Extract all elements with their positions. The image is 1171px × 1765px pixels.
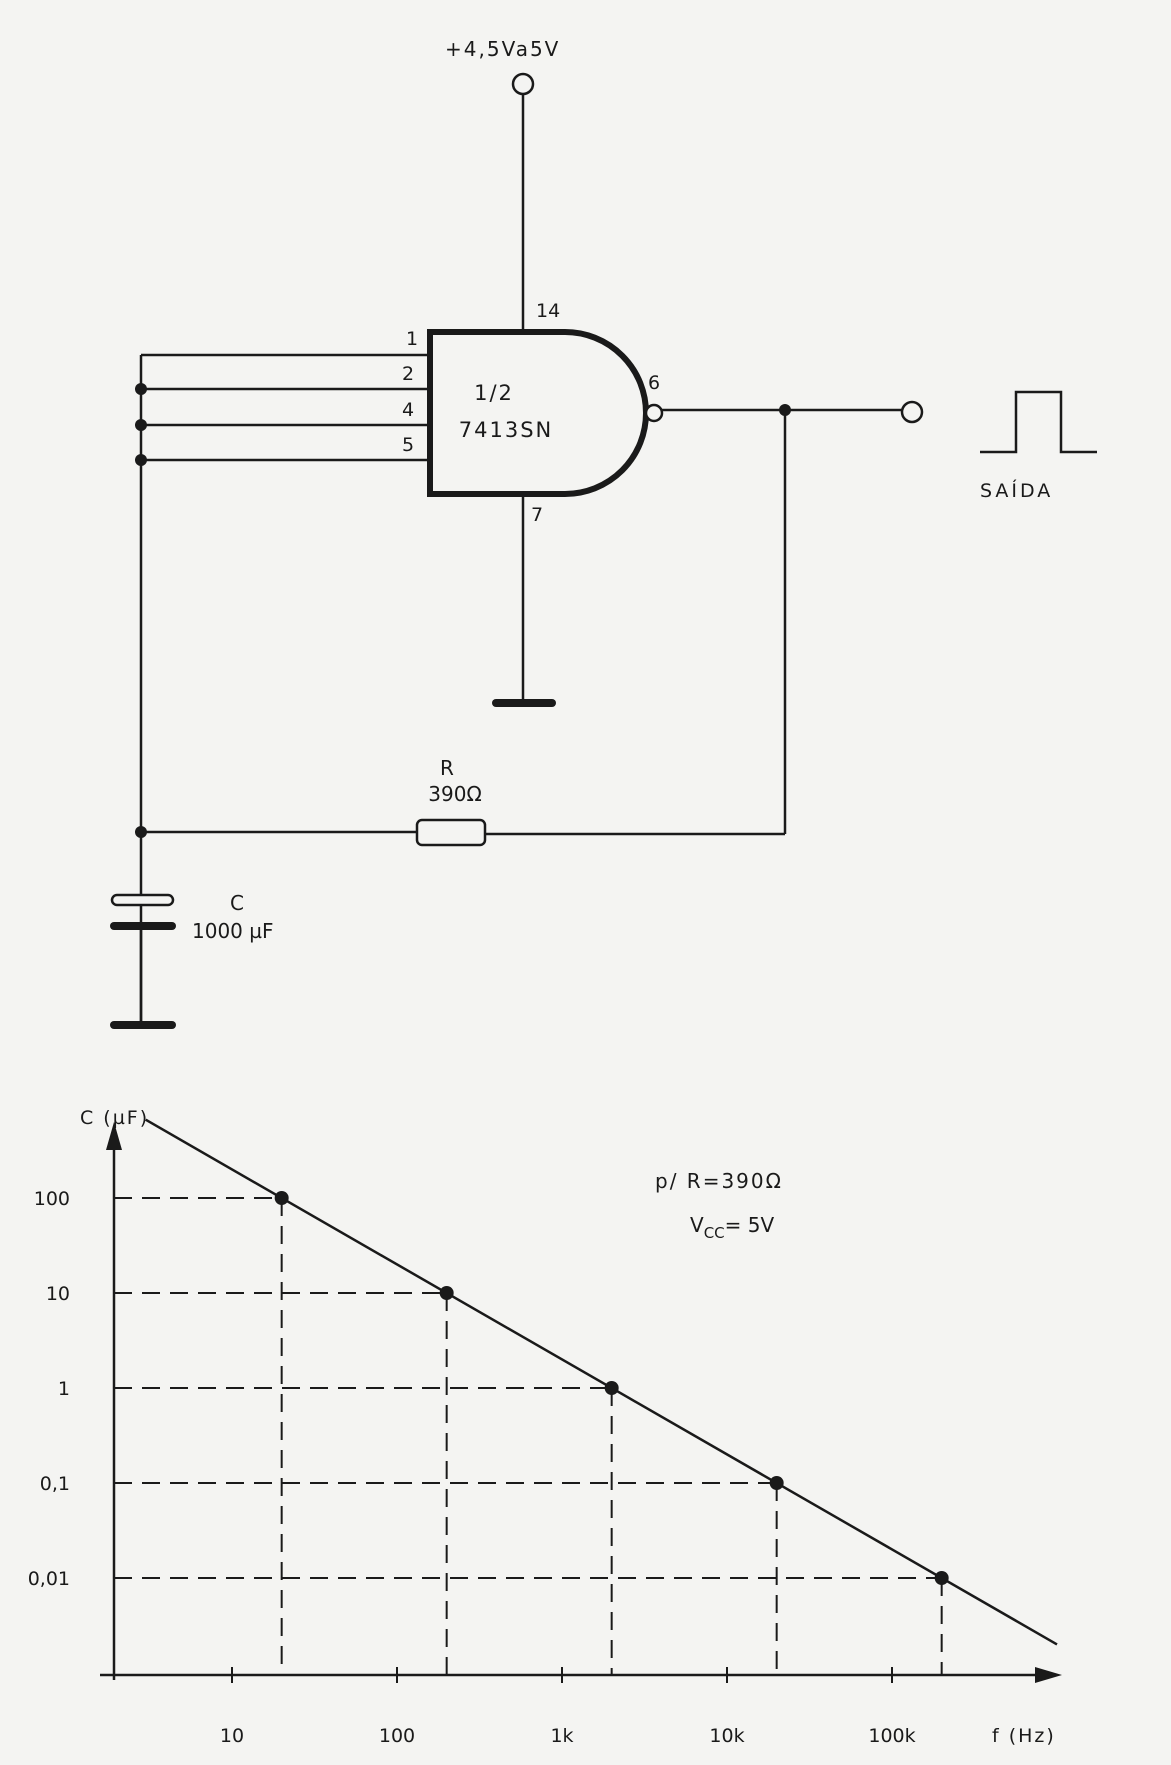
y-tick-label: 100: [34, 1188, 70, 1210]
junction-dot: [135, 383, 147, 395]
chart-annotation-vcc: VCC= 5V: [690, 1213, 774, 1242]
capacitor-name: C: [230, 891, 244, 915]
x-tick-label: 10: [220, 1725, 244, 1747]
nand-gate-body: [427, 329, 649, 497]
x-tick-label: 100: [379, 1725, 415, 1747]
resistor-value: 390Ω: [428, 782, 481, 806]
pin-1-label: 1: [406, 328, 418, 350]
y-tick-label: 0,1: [40, 1473, 70, 1495]
output-label: SAÍDA: [980, 479, 1053, 502]
data-point: [934, 1571, 949, 1585]
data-point: [274, 1191, 289, 1205]
junction-dot: [135, 454, 147, 466]
x-axis-arrow-icon: [1035, 1667, 1062, 1683]
resistor-symbol: [415, 818, 487, 847]
capacitor-plate-top: [110, 893, 175, 907]
gate-output-bubble: [644, 403, 664, 423]
chart-annotation-resistance: p/ R=390Ω: [655, 1169, 783, 1193]
gate-label-half: 1/2: [474, 381, 514, 405]
x-tick-label: 10k: [709, 1725, 744, 1747]
output-terminal: [900, 400, 924, 424]
x-tick-label: 1k: [550, 1725, 573, 1747]
data-point: [439, 1286, 454, 1300]
pin-4-label: 4: [402, 399, 414, 421]
y-axis-arrow-icon: [106, 1122, 122, 1150]
data-point: [604, 1381, 619, 1395]
capacitor-value: 1000 µF: [192, 919, 273, 943]
pin-5-label: 5: [402, 434, 414, 456]
y-axis-label: C (µF): [80, 1107, 149, 1129]
junction-dot: [135, 419, 147, 431]
circuit-diagram: +4,5Va5V 14 1/2 7413SN 1 2 4 5 6 SAÍDA 7: [110, 37, 1097, 1029]
resistor-name: R: [440, 756, 454, 780]
pin-2-label: 2: [402, 363, 414, 385]
gate-label-part: 7413SN: [459, 418, 553, 442]
pin-14-label: 14: [536, 300, 560, 322]
supply-terminal: [511, 72, 535, 96]
x-axis-label: f (Hz): [992, 1725, 1056, 1747]
pin-6-label: 6: [648, 372, 660, 394]
data-point: [769, 1476, 784, 1490]
y-tick-label: 1: [58, 1378, 70, 1400]
x-tick-label: 100k: [868, 1725, 915, 1747]
supply-label: +4,5Va5V: [445, 37, 560, 61]
pin-7-label: 7: [531, 504, 543, 526]
frequency-capacitance-chart: C (µF) f (Hz) p/ R=390Ω VCC= 5V 10 100 1k 1…: [28, 1107, 1062, 1747]
series-line: [145, 1118, 1058, 1646]
y-tick-label: 0,01: [28, 1568, 70, 1590]
y-tick-label: 10: [46, 1283, 70, 1305]
pulse-waveform-icon: [980, 390, 1097, 454]
junction-dot: [135, 826, 147, 838]
